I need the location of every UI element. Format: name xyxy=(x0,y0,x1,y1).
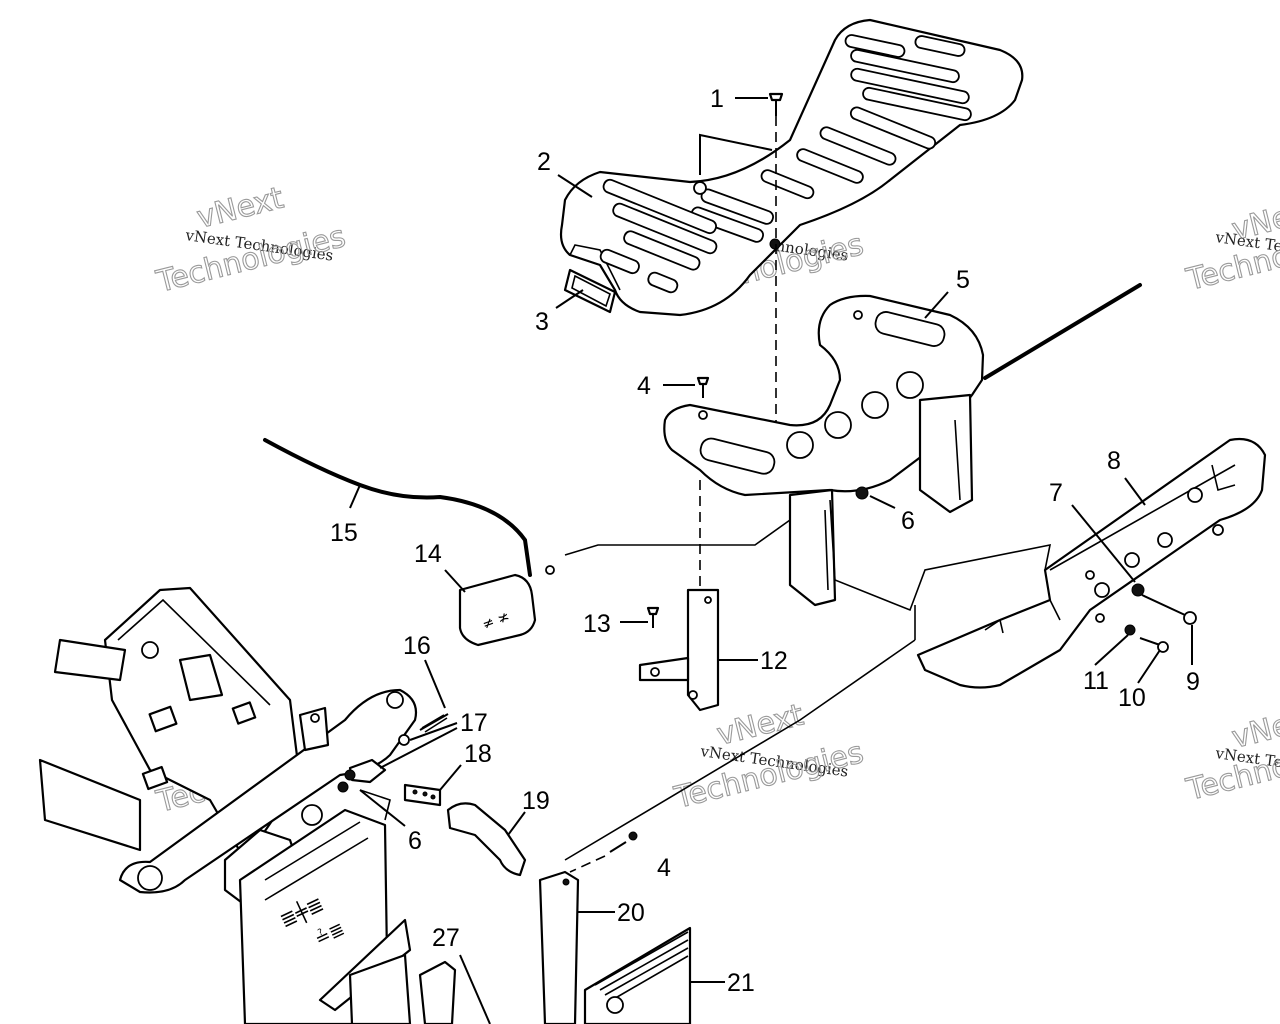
watermark-lower-right: vNext vNext Technologies Technologies xyxy=(1182,700,1280,809)
wire-harness-part-15 xyxy=(263,438,532,577)
washer-part-11a xyxy=(1095,613,1105,623)
nut-part-6-lower xyxy=(344,769,356,781)
watermark-right: vNext vNext Technologies Technologies xyxy=(1182,192,1280,299)
callout-10: 10 xyxy=(1118,684,1146,712)
watermark-lower-center: vNext vNext Technologies Technologies xyxy=(670,697,868,817)
nut-part-6-upper xyxy=(855,486,869,500)
screw-part-13 xyxy=(646,606,660,628)
nut-part-11 xyxy=(1124,624,1136,636)
frame-assembly xyxy=(38,586,418,907)
bracket-part-27 xyxy=(348,953,457,1024)
leader-line-14 xyxy=(564,519,791,556)
callout-4-upper: 4 xyxy=(637,372,651,400)
grommet-part-18 xyxy=(403,783,442,807)
callout-4-lower: 4 xyxy=(657,854,671,882)
callout-27: 27 xyxy=(432,924,460,952)
callout-2: 2 xyxy=(537,148,551,176)
washer-part-17 xyxy=(398,734,410,746)
oil-cooler: ≣╪≣ ≟≣ xyxy=(238,804,412,1024)
callout-5: 5 xyxy=(956,266,970,294)
alignment-line-4 xyxy=(569,855,606,873)
light-fastener xyxy=(545,565,555,575)
watermark-bottom-text: Technologies xyxy=(152,219,348,300)
callout-7: 7 xyxy=(1049,479,1063,507)
rear-rack-part-2 xyxy=(559,18,1024,317)
callout-3: 3 xyxy=(535,308,549,336)
washer-part-7 xyxy=(1085,570,1095,580)
callout-12: 12 xyxy=(760,647,788,675)
reflector-part-3 xyxy=(563,268,617,314)
callout-21: 21 xyxy=(727,969,755,997)
callout-numbers: 1 2 3 4 5 6 7 8 9 10 11 12 13 14 15 16 1… xyxy=(330,85,1200,997)
leader-1-holes xyxy=(699,133,773,175)
callout-9: 9 xyxy=(1186,668,1200,696)
rack-support-part-5 xyxy=(663,294,985,607)
bolt-part-9 xyxy=(1141,594,1197,625)
callout-6-upper: 6 xyxy=(901,507,915,535)
bracket-part-12 xyxy=(638,588,720,712)
screw-part-4-lower xyxy=(609,831,638,853)
bolt-part-16 xyxy=(419,713,449,733)
watermark-top-text: vNext xyxy=(193,181,287,236)
callout-19: 19 xyxy=(522,787,550,815)
callout-14: 14 xyxy=(414,540,442,568)
tube-part-19 xyxy=(446,802,527,877)
outline-diagonal xyxy=(564,639,916,861)
callout-15: 15 xyxy=(330,519,358,547)
callout-leaders xyxy=(349,97,1193,1024)
bumper-part-8 xyxy=(916,437,1267,689)
tail-light-part-14: ≠ ≭ xyxy=(458,573,537,647)
screw-part-4-upper xyxy=(696,376,710,398)
callout-1: 1 xyxy=(710,85,724,113)
callout-6-lower: 6 xyxy=(408,827,422,855)
mudflap-part-21 xyxy=(583,926,692,1024)
outline-cooler-bracket xyxy=(359,789,391,821)
callout-17: 17 xyxy=(460,709,488,737)
callout-20: 20 xyxy=(617,899,645,927)
nut-part-6-lower-b xyxy=(337,781,349,793)
nut-part-7 xyxy=(1131,583,1145,597)
screw-part-1 xyxy=(768,92,784,116)
callout-16: 16 xyxy=(403,632,431,660)
rack-rod xyxy=(983,283,1142,380)
callout-8: 8 xyxy=(1107,447,1121,475)
callout-13: 13 xyxy=(583,610,611,638)
callout-11: 11 xyxy=(1083,667,1109,695)
callout-18: 18 xyxy=(464,740,492,768)
watermark-bottom-text: Technologies xyxy=(670,735,866,816)
outline-bracket xyxy=(829,499,1052,612)
bolt-part-10 xyxy=(1139,637,1169,653)
bracket-part-20 xyxy=(538,870,580,1024)
watermark-left: vNext vNext Technologies Technologies xyxy=(152,180,350,301)
